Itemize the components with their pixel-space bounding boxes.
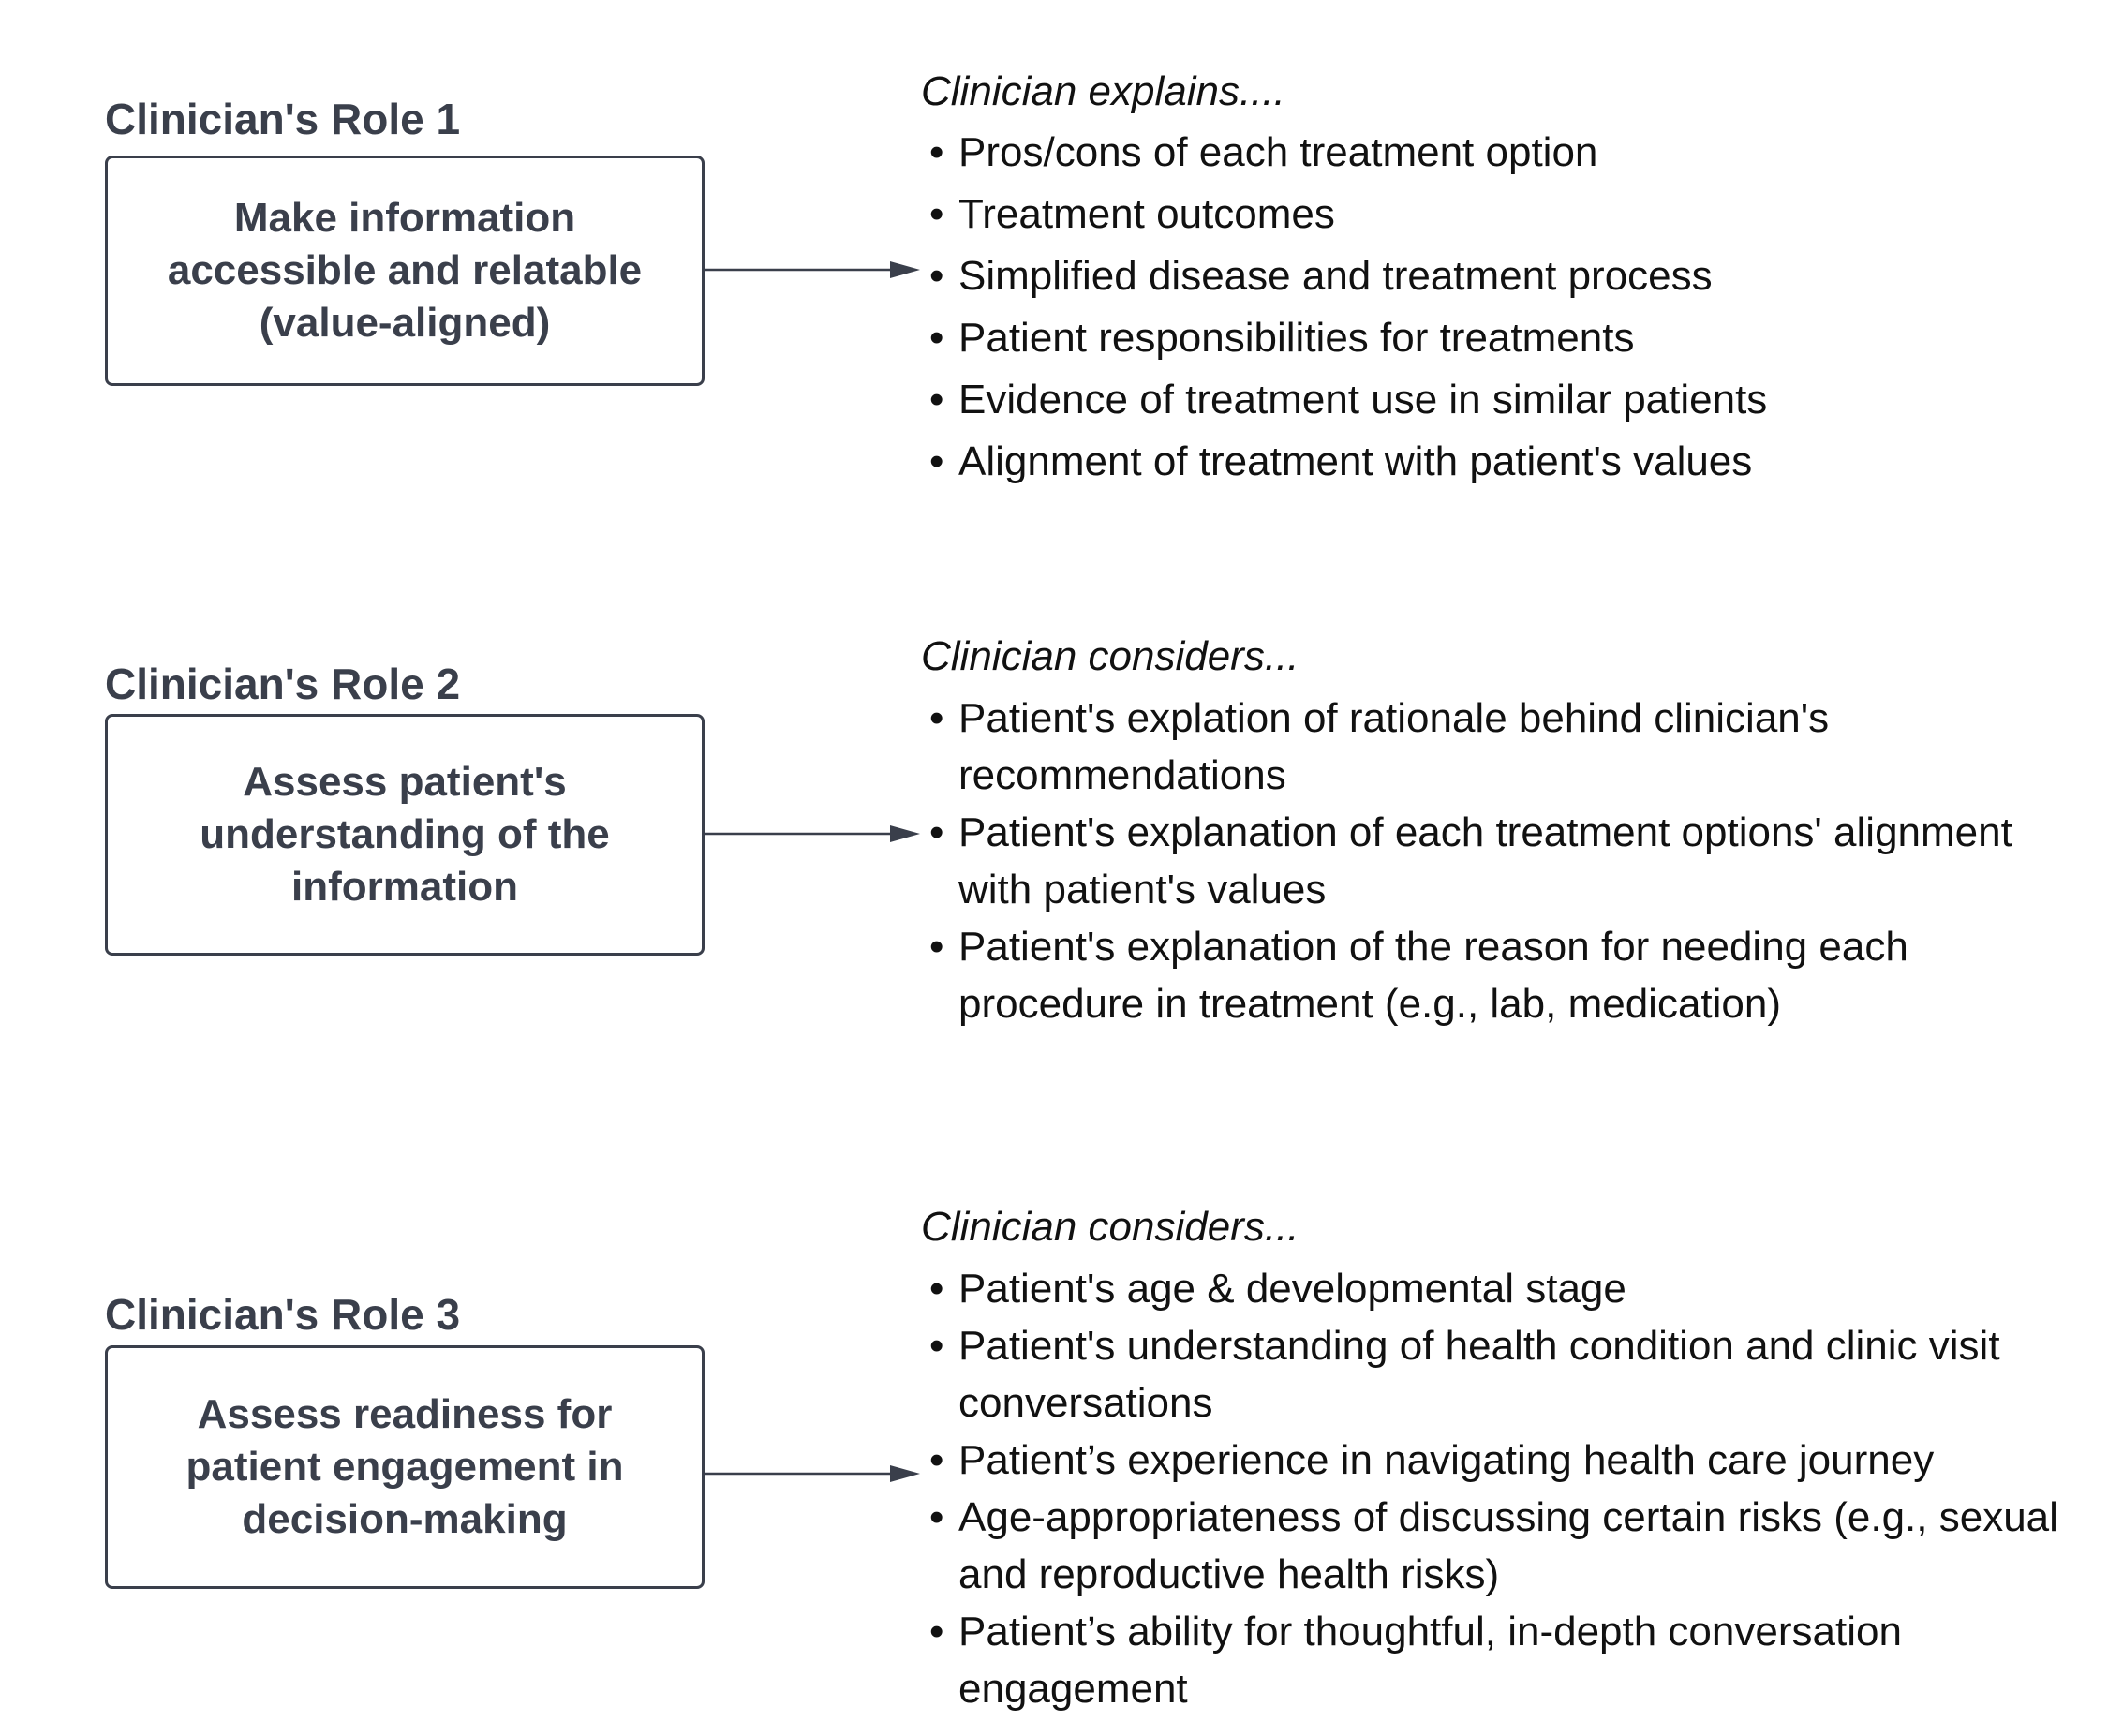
list-item: • Pros/cons of each treatment option [929,122,2091,184]
role-3-list: • Patient's age & developmental stage • Pa… [929,1260,2091,1717]
role-2-box-line: Assess patient's [243,759,567,805]
role-1-box-line: (value-aligned) [259,300,551,346]
role-1-box-text: Make information accessible and relatabl… [149,192,661,349]
bullet-icon: • [929,695,944,741]
bullet-icon: • [929,315,944,361]
list-item-text: Alignment of treatment with patient's va… [958,438,1753,484]
role-2-list: • Patient's explation of rationale behind… [929,690,2091,1032]
role-1-title: Clinician's Role 1 [105,95,461,143]
role-2-box-line: understanding of the [200,811,610,857]
bullet-icon: • [929,191,944,237]
role-1-arrow [705,261,920,278]
bullet-icon: • [929,1323,944,1369]
list-item-text: Patient's explanation of the reason for … [958,924,1908,1027]
list-item: • Simplified disease and treatment proces… [929,245,2091,307]
bullet-icon: • [929,438,944,484]
list-item: • Patient's understanding of health condi… [929,1317,2091,1432]
list-item-text: Treatment outcomes [958,191,1335,237]
list-item: • Patient's explanation of each treatment… [929,804,2091,918]
bullet-icon: • [929,1437,944,1483]
role-3-box-line: Assess readiness for [197,1391,613,1437]
list-item: • Patient's explation of rationale behind… [929,690,2091,804]
list-item-text: Patient's age & developmental stage [958,1266,1626,1312]
bullet-icon: • [929,924,944,970]
role-2-heading: Clinician considers... [921,633,1299,679]
role-3-arrow [705,1465,920,1482]
bullet-icon: • [929,253,944,299]
role-3-title: Clinician's Role 3 [105,1290,461,1339]
list-item: • Patient responsibilities for treatments [929,307,2091,369]
list-item-text: Simplified disease and treatment process [958,253,1713,299]
role-3-box-line: patient engagement in [186,1444,624,1490]
role-1-list: • Pros/cons of each treatment option • Tre… [929,122,2091,493]
role-2-arrow [705,825,920,842]
bullet-icon: • [929,1494,944,1540]
list-item-text: Patient's explation of rationale behind … [958,695,1830,798]
list-item: • Treatment outcomes [929,184,2091,245]
list-item: • Patient’s experience in navigating heal… [929,1432,2091,1489]
role-2-box-line: information [291,864,518,910]
list-item: • Patient's explanation of the reason for… [929,918,2091,1032]
role-1-box-line: Make information [233,195,576,241]
list-item-text: Patient’s experience in navigating healt… [958,1437,1935,1483]
role-1-box: Make information accessible and relatabl… [105,156,705,386]
list-item-text: Evidence of treatment use in similar pat… [958,377,1768,423]
list-item: • Patient's age & developmental stage [929,1260,2091,1317]
list-item-text: Patient's explanation of each treatment … [958,809,2012,913]
list-item: • Age-appropriateness of discussing certa… [929,1489,2091,1603]
list-item: • Alignment of treatment with patient's v… [929,431,2091,493]
role-1-heading: Clinician explains.... [921,68,1285,114]
bullet-icon: • [929,809,944,855]
role-3-box: Assess readiness for patient engagement … [105,1345,705,1589]
role-2-title: Clinician's Role 2 [105,660,461,708]
bullet-icon: • [929,1609,944,1654]
list-item: • Evidence of treatment use in similar pa… [929,369,2091,431]
role-1-box-line: accessible and relatable [167,247,643,293]
role-3-heading: Clinician considers... [921,1204,1299,1250]
list-item-text: Patient’s ability for thoughtful, in-dep… [958,1609,1902,1712]
role-2-box-text: Assess patient's understanding of the in… [181,756,629,913]
bullet-icon: • [929,1266,944,1312]
list-item-text: Pros/cons of each treatment option [958,129,1598,175]
bullet-icon: • [929,377,944,423]
list-item: • Patient’s ability for thoughtful, in-de… [929,1603,2091,1717]
role-3-box-line: decision-making [242,1496,568,1542]
role-3-box-text: Assess readiness for patient engagement … [168,1388,643,1546]
list-item-text: Age-appropriateness of discussing certai… [958,1494,2058,1597]
list-item-text: Patient's understanding of health condit… [958,1323,2000,1426]
role-2-box: Assess patient's understanding of the in… [105,714,705,956]
bullet-icon: • [929,129,944,175]
list-item-text: Patient responsibilities for treatments [958,315,1635,361]
